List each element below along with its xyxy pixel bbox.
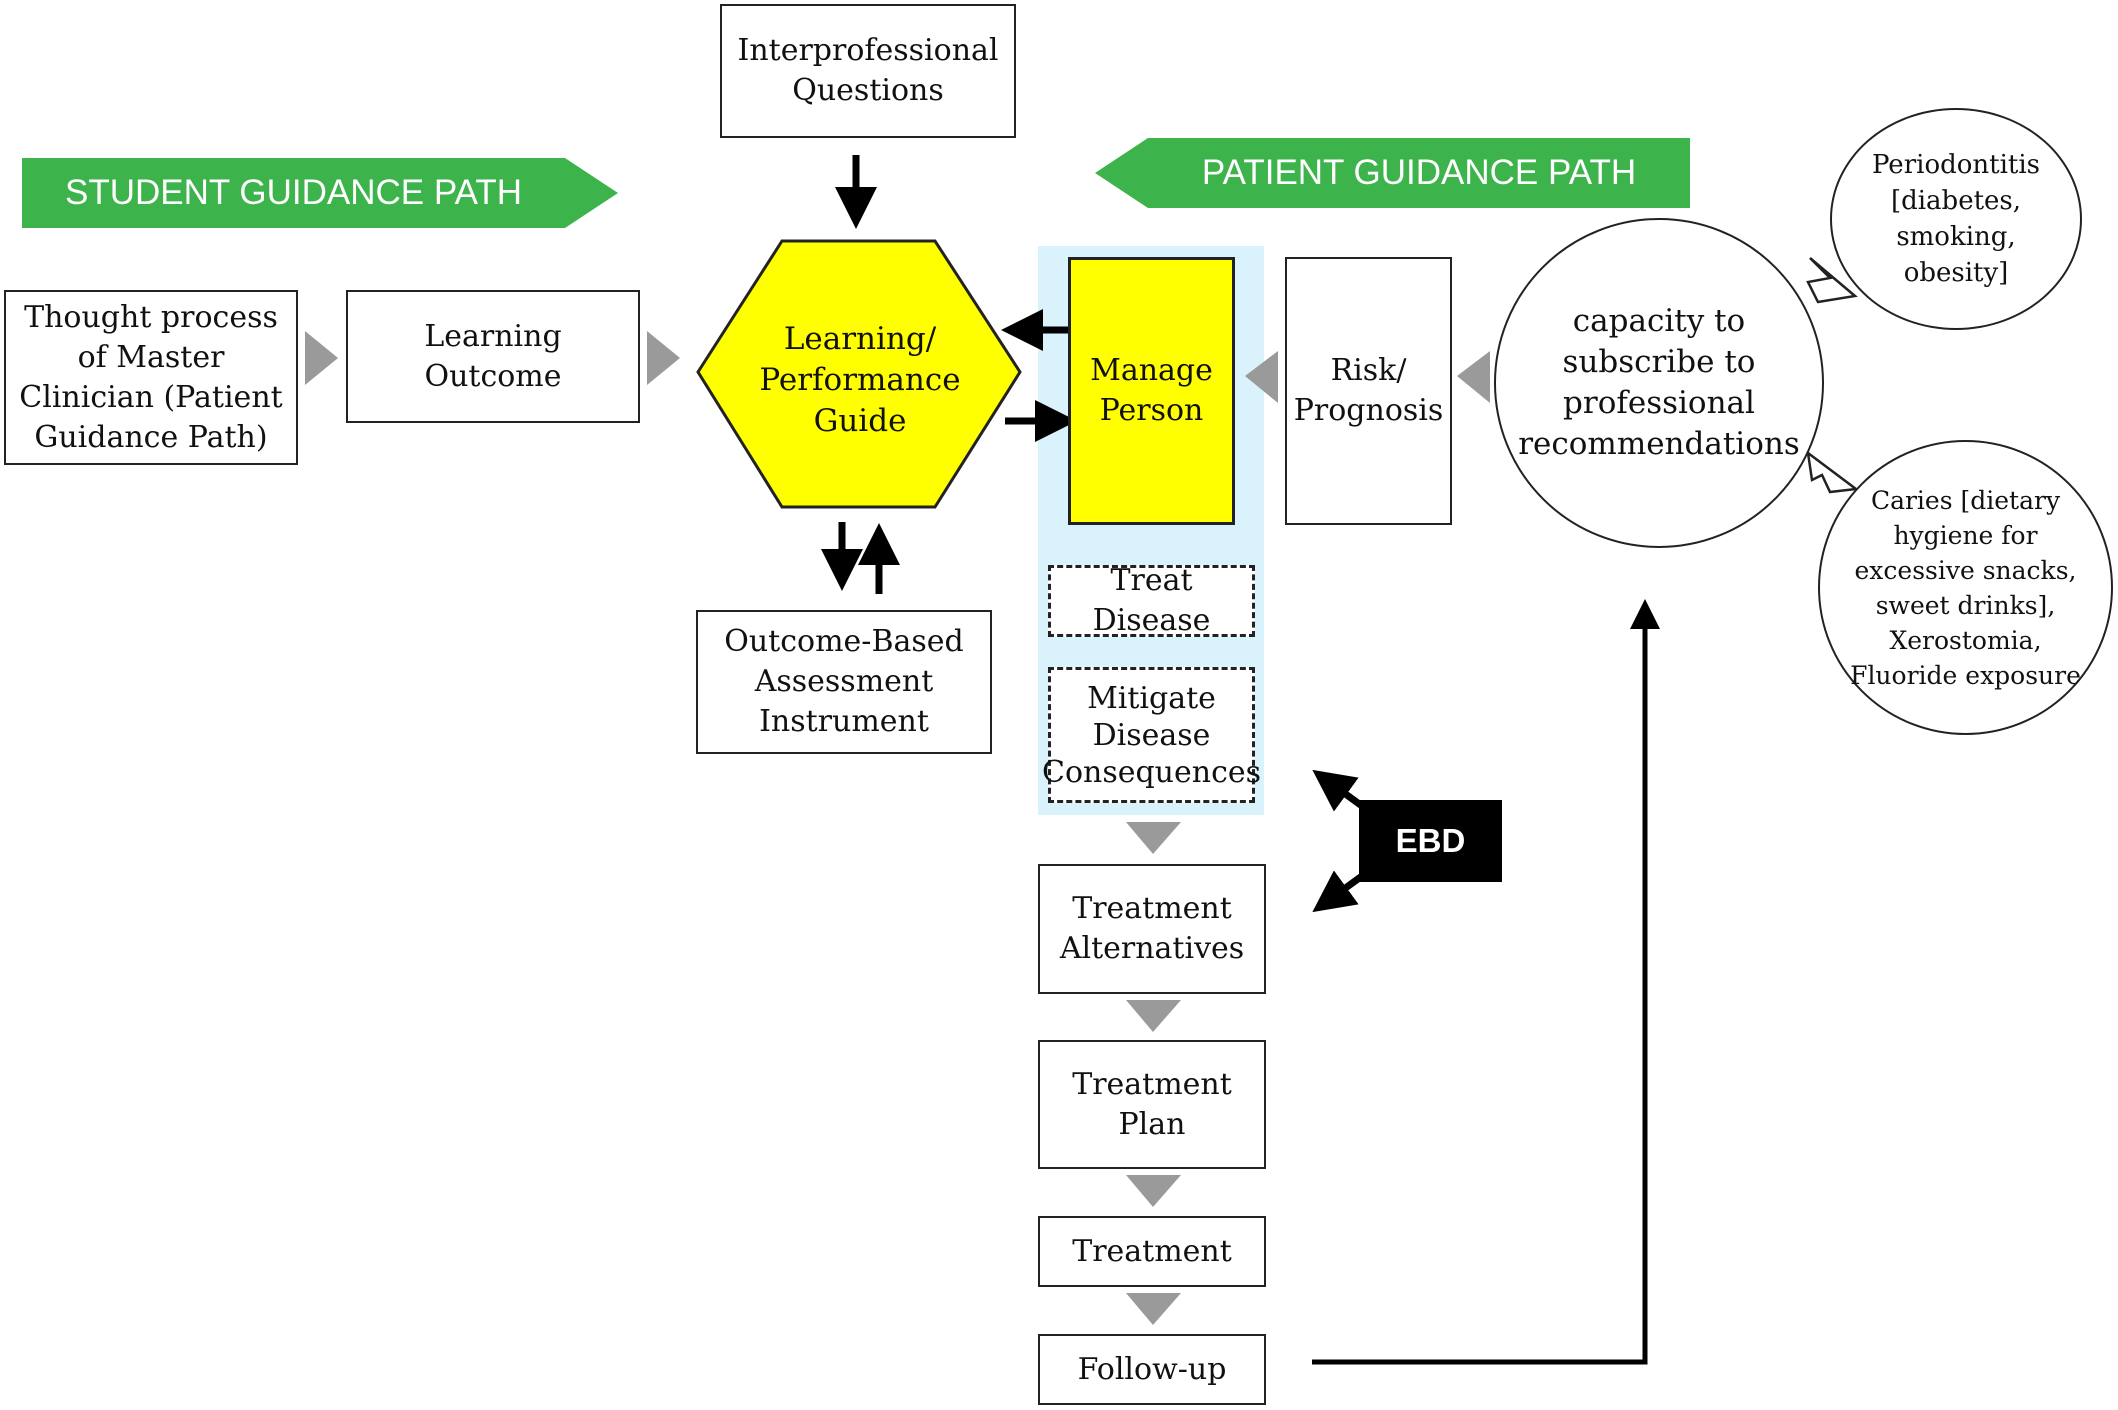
periodontitis-circle: Periodontitis [diabetes, smoking, obesit… [1830,108,2082,330]
follow-up-box: Follow-up [1038,1334,1266,1405]
learning-outcome-box: Learning Outcome [346,290,640,423]
student-banner-shape [22,158,618,228]
ebd-box: EBD [1359,800,1502,882]
callout-arrow-periodontitis [1806,257,1858,304]
gray-arrow-outcome-to-guide [647,331,680,385]
patient-banner-shape [1095,138,1690,208]
learning-guide-label: Learning/ Performance Guide [759,320,961,439]
mitigate-disease-box: Mitigate Disease Consequences [1042,667,1261,803]
gray-arrow-down-1 [1126,822,1181,854]
arrow-followup-to-capacity [1312,599,1660,1365]
gray-arrow-capacity-to-risk [1457,351,1490,403]
risk-prognosis-box: Risk/ Prognosis [1285,257,1452,525]
gray-arrow-down-3 [1126,1175,1181,1207]
treat-disease-box: Treat Disease [1048,563,1255,638]
treatment-alternatives-box: Treatment Alternatives [1038,864,1266,994]
learning-guide-hexagon [696,239,1022,509]
arrow-ebd-down [1312,870,1365,913]
manage-person-box: Manage Person [1068,257,1235,525]
gray-arrow-down-4 [1126,1293,1181,1325]
patient-guidance-path-label: PATIENT GUIDANCE PATH [1201,153,1637,192]
gray-arrow-thought-to-outcome [305,331,338,385]
treatment-plan-box: Treatment Plan [1038,1040,1266,1169]
interprofessional-questions-box: Interprofessional Questions [720,4,1016,138]
thought-process-box: Thought process of Master Clinician (Pat… [4,290,298,465]
gray-arrow-down-2 [1126,1000,1181,1032]
caries-circle: Caries [dietary hygiene for excessive sn… [1818,440,2113,735]
gray-arrow-risk-to-manage [1245,351,1278,403]
capacity-circle: capacity to subscribe to professional re… [1494,218,1824,548]
outcome-assessment-box: Outcome-Based Assessment Instrument [696,610,992,754]
student-guidance-path-label: STUDENT GUIDANCE PATH [65,173,522,212]
arrow-ebd-up [1312,769,1365,812]
treatment-box: Treatment [1038,1216,1266,1287]
